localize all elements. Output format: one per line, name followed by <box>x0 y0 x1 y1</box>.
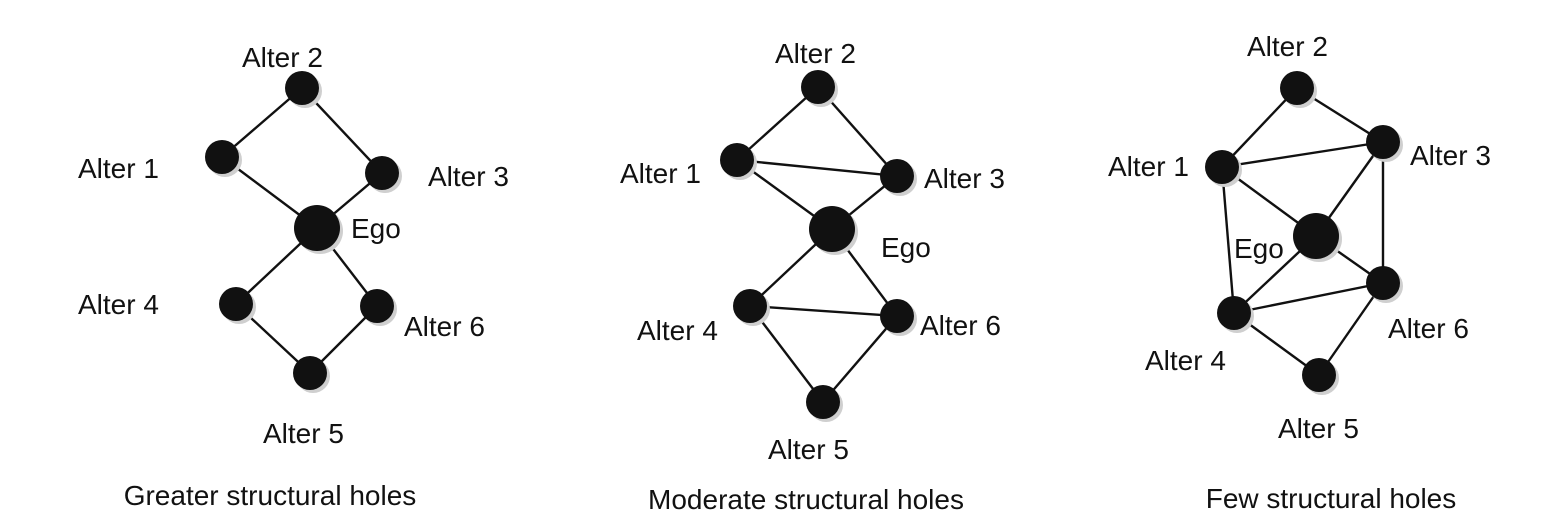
alter-node <box>360 289 394 323</box>
alter-node <box>806 385 840 419</box>
node-alter3 <box>1366 125 1403 162</box>
edge-alter5-alter6 <box>1318 282 1384 376</box>
alter-node <box>1205 150 1239 184</box>
alter-node <box>1217 296 1251 330</box>
alter-node <box>1366 266 1400 300</box>
node-alter2 <box>1280 71 1317 108</box>
node-alter4 <box>1217 296 1254 333</box>
label-ego: Ego <box>881 232 931 263</box>
label-alter5: Alter 5 <box>1278 413 1359 444</box>
caption-greater: Greater structural holes <box>124 480 417 511</box>
label-alter5: Alter 5 <box>768 434 849 465</box>
edge-alter5-alter6 <box>822 315 898 403</box>
label-alter6: Alter 6 <box>404 311 485 342</box>
node-alter5 <box>806 385 843 422</box>
alter-node <box>720 143 754 177</box>
edge-alter1-alter2 <box>736 86 819 161</box>
edge-alter1-alter2 <box>1221 87 1298 168</box>
alter-node <box>880 299 914 333</box>
node-ego <box>809 206 858 255</box>
node-alter1 <box>205 140 242 177</box>
edge-alter4-alter6 <box>1233 281 1384 315</box>
node-alter5 <box>1302 358 1339 395</box>
label-alter2: Alter 2 <box>775 38 856 69</box>
alter-node <box>285 71 319 105</box>
node-alter1 <box>1205 150 1242 187</box>
alter-node <box>1366 125 1400 159</box>
alter-node <box>1280 71 1314 105</box>
label-alter1: Alter 1 <box>1108 151 1189 182</box>
label-alter1: Alter 1 <box>620 158 701 189</box>
edge-alter1-alter2 <box>221 87 303 158</box>
edge-alter1-alter3 <box>1221 140 1384 169</box>
label-alter1: Alter 1 <box>78 153 159 184</box>
label-alter6: Alter 6 <box>1388 313 1469 344</box>
alter-node <box>1302 358 1336 392</box>
ego-node <box>1293 213 1339 259</box>
node-alter1 <box>720 143 757 180</box>
caption-moderate: Moderate structural holes <box>648 484 964 515</box>
edge-alter1-alter4 <box>1220 166 1236 314</box>
alter-node <box>219 287 253 321</box>
node-alter4 <box>219 287 256 324</box>
alter-node <box>801 70 835 104</box>
node-alter2 <box>285 71 322 108</box>
label-alter4: Alter 4 <box>1145 345 1226 376</box>
alter-node <box>293 356 327 390</box>
label-alter3: Alter 3 <box>924 163 1005 194</box>
node-alter5 <box>293 356 330 393</box>
label-ego: Ego <box>1234 233 1284 264</box>
label-alter3: Alter 3 <box>428 161 509 192</box>
alter-node <box>733 289 767 323</box>
alter-node <box>880 159 914 193</box>
ego-node <box>294 205 340 251</box>
alter-node <box>205 140 239 174</box>
node-alter6 <box>360 289 397 326</box>
edge-alter4-alter6 <box>749 304 898 318</box>
ego-node <box>809 206 855 252</box>
label-alter3: Alter 3 <box>1410 140 1491 171</box>
label-alter2: Alter 2 <box>1247 31 1328 62</box>
node-ego <box>294 205 343 254</box>
label-alter4: Alter 4 <box>78 289 159 320</box>
alter-node <box>365 156 399 190</box>
node-alter6 <box>880 299 917 336</box>
label-alter2: Alter 2 <box>242 42 323 73</box>
label-alter5: Alter 5 <box>263 418 344 449</box>
node-alter3 <box>365 156 402 193</box>
label-alter6: Alter 6 <box>920 310 1001 341</box>
node-alter4 <box>733 289 770 326</box>
label-alter4: Alter 4 <box>637 315 718 346</box>
node-alter2 <box>801 70 838 107</box>
node-alter3 <box>880 159 917 196</box>
node-ego <box>1293 213 1342 262</box>
edge-alter1-alter3 <box>736 158 898 178</box>
caption-few: Few structural holes <box>1206 483 1457 514</box>
label-ego: Ego <box>351 213 401 244</box>
node-alter6 <box>1366 266 1403 303</box>
